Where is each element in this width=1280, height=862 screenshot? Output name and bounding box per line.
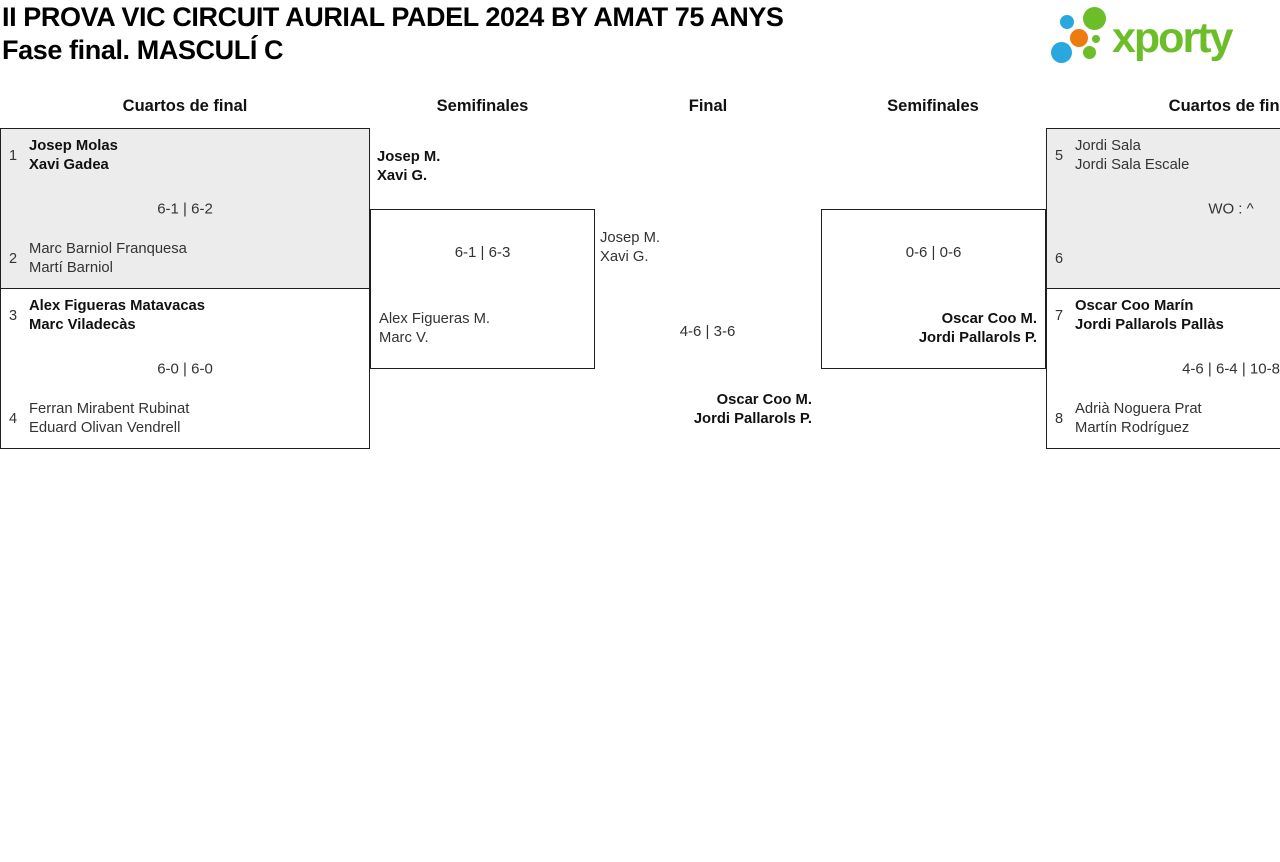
team-advancing-sf-left: Josep M. Xavi G. xyxy=(377,148,440,186)
team: Alex Figueras M. Marc V. xyxy=(379,310,490,348)
logo-dot-blue-small-icon xyxy=(1060,15,1074,29)
seed-number: 4 xyxy=(9,411,18,427)
match-score: 4-6 | 6-4 | 10-8 xyxy=(1182,360,1280,377)
player-name: Marc Viladecàs xyxy=(29,317,136,333)
team-seed-2: 2 Marc Barniol Franquesa Martí Barniol xyxy=(9,240,187,278)
round-header-semifinals-left: Semifinales xyxy=(436,97,529,115)
player-name: Oscar Coo M. xyxy=(716,392,812,408)
page-title-line1: II PROVA VIC CIRCUIT AURIAL PADEL 2024 B… xyxy=(2,2,784,32)
seed-number: 7 xyxy=(1055,308,1064,324)
player-name: Josep Molas xyxy=(29,138,118,154)
match-qf2: 3 Alex Figueras Matavacas Marc Viladecàs… xyxy=(0,288,370,449)
match-qf4: 7 Oscar Coo Marín Jordi Pallarols Pallàs… xyxy=(1046,288,1280,449)
player-name: Jordi Pallarols Pallàs xyxy=(1075,317,1224,333)
team-seed-8: 8 Adrià Noguera Prat Martín Rodríguez xyxy=(1055,400,1202,438)
player-name: Adrià Noguera Prat xyxy=(1075,401,1202,417)
match-score: 6-1 | 6-3 xyxy=(454,244,511,261)
team: Oscar Coo M. Jordi Pallarols P. xyxy=(919,310,1037,348)
player-name: Josep M. xyxy=(600,230,661,246)
player-name: Xavi G. xyxy=(600,249,649,265)
player-name: Alex Figueras Matavacas xyxy=(29,298,206,314)
page-title: II PROVA VIC CIRCUIT AURIAL PADEL 2024 B… xyxy=(2,1,784,67)
round-header-semifinals-right: Semifinales xyxy=(887,97,979,115)
page-title-line2: Fase final. MASCULÍ C xyxy=(2,35,284,65)
player-name: Oscar Coo M. xyxy=(941,311,1037,327)
team-seed-1: 1 Josep Molas Xavi Gadea xyxy=(9,137,118,175)
logo-wordmark: xporty xyxy=(1112,14,1233,62)
match-score: 0-6 | 0-6 xyxy=(905,244,962,261)
logo-dot-orange-icon xyxy=(1070,29,1088,47)
seed-number: 3 xyxy=(9,308,18,324)
player-name: Marc Barniol Franquesa xyxy=(29,241,187,257)
match-semifinal-right: 0-6 | 0-6 Oscar Coo M. Jordi Pallarols P… xyxy=(821,209,1046,369)
match-semifinal-left: 6-1 | 6-3 Alex Figueras M. Marc V. xyxy=(370,209,595,369)
player-name: Martín Rodríguez xyxy=(1075,420,1190,436)
player-name: Jordi Pallarols P. xyxy=(918,330,1037,346)
player-name: Eduard Olivan Vendrell xyxy=(29,420,181,436)
match-score: 6-0 | 6-0 xyxy=(157,360,213,377)
player-name: Xavi Gadea xyxy=(29,157,109,173)
match-qf3: 5 Jordi Sala Jordi Sala Escale WO : ^ 6 xyxy=(1046,128,1280,289)
team-seed-4: 4 Ferran Mirabent Rubinat Eduard Olivan … xyxy=(9,400,189,438)
logo-dot-green-large-icon xyxy=(1083,7,1106,30)
match-qf1: 1 Josep Molas Xavi Gadea 6-1 | 6-2 2 Mar… xyxy=(0,128,370,289)
round-header-quarterfinals-left: Cuartos de final xyxy=(122,97,248,115)
player-name: Jordi Sala xyxy=(1075,138,1141,154)
player-name: Martí Barniol xyxy=(29,260,113,276)
seed-number: 5 xyxy=(1055,148,1064,164)
team-champion: Oscar Coo M. Jordi Pallarols P. xyxy=(595,391,812,429)
match-score: 6-1 | 6-2 xyxy=(157,200,213,217)
match-score: WO : ^ xyxy=(1208,200,1254,217)
logo-dot-green-small-icon xyxy=(1083,46,1096,59)
round-header-final: Final xyxy=(688,97,728,115)
xporty-logo[interactable]: xporty xyxy=(1050,5,1280,65)
seed-number: 6 xyxy=(1055,251,1064,267)
player-name: Alex Figueras M. xyxy=(379,311,491,327)
player-name: Xavi G. xyxy=(377,168,428,184)
team-seed-5: 5 Jordi Sala Jordi Sala Escale xyxy=(1055,137,1189,175)
team-finalist-top: Josep M. Xavi G. xyxy=(600,229,660,267)
seed-number: 2 xyxy=(9,251,18,267)
final-score: 4-6 | 3-6 xyxy=(679,323,736,340)
player-name: Josep M. xyxy=(377,149,441,165)
logo-dot-green-tiny-icon xyxy=(1092,35,1100,43)
player-name: Marc V. xyxy=(379,330,429,346)
team-seed-3: 3 Alex Figueras Matavacas Marc Viladecàs xyxy=(9,297,205,335)
logo-dot-blue-large-icon xyxy=(1051,42,1072,63)
team-seed-6: 6 xyxy=(1055,240,1075,278)
player-name: Jordi Pallarols P. xyxy=(693,411,812,427)
player-name: Jordi Sala Escale xyxy=(1075,157,1190,173)
team-seed-7: 7 Oscar Coo Marín Jordi Pallarols Pallàs xyxy=(1055,297,1224,335)
seed-number: 1 xyxy=(9,148,18,164)
player-name: Oscar Coo Marín xyxy=(1075,298,1194,314)
seed-number: 8 xyxy=(1055,411,1064,427)
round-header-quarterfinals-right: Cuartos de final xyxy=(1168,97,1280,115)
player-name: Ferran Mirabent Rubinat xyxy=(29,401,190,417)
